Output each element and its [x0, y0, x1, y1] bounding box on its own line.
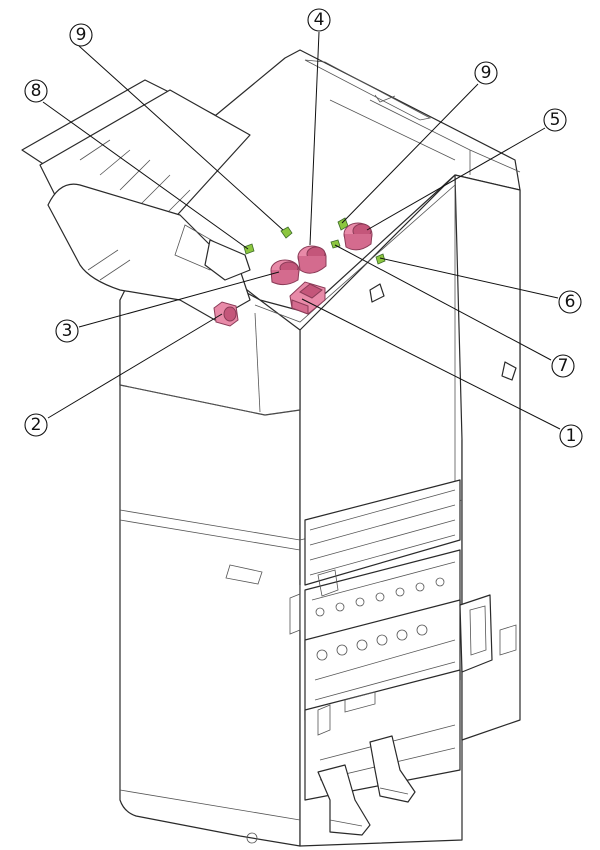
- callout-9a: 9: [69, 23, 93, 47]
- callout-2: 2: [24, 413, 48, 437]
- knob-2: [213, 301, 239, 327]
- callout-3: 3: [55, 319, 79, 343]
- callout-9b: 9: [474, 61, 498, 85]
- knob-4: [297, 245, 327, 274]
- output-tray: [21, 79, 251, 321]
- callout-label: 2: [31, 415, 42, 435]
- callout-4: 4: [307, 8, 331, 32]
- callout-7: 7: [551, 354, 575, 378]
- callouts: 9 4 9 8 5 6 3 7: [24, 8, 583, 448]
- knob-5: [343, 222, 373, 251]
- callout-8: 8: [24, 79, 48, 103]
- lever-8: [243, 243, 255, 255]
- callout-label: 7: [558, 356, 569, 376]
- callout-label: 9: [481, 63, 492, 83]
- callout-6: 6: [558, 290, 582, 314]
- lever-6: [375, 253, 386, 265]
- pink-knobs: [213, 222, 373, 327]
- stand-feet: [246, 735, 416, 844]
- callout-5: 5: [543, 108, 567, 132]
- callout-label: 3: [62, 321, 73, 341]
- callout-label: 4: [314, 10, 325, 30]
- knob-3: [270, 259, 300, 286]
- callout-label: 9: [76, 25, 87, 45]
- callout-label: 5: [550, 110, 561, 130]
- lever-9a: [280, 226, 293, 239]
- callout-label: 6: [565, 292, 576, 312]
- leader-lines: [42, 31, 561, 430]
- callout-label: 1: [566, 426, 577, 446]
- callout-1: 1: [559, 424, 583, 448]
- callout-label: 8: [31, 81, 42, 101]
- transport-interior: [289, 479, 517, 801]
